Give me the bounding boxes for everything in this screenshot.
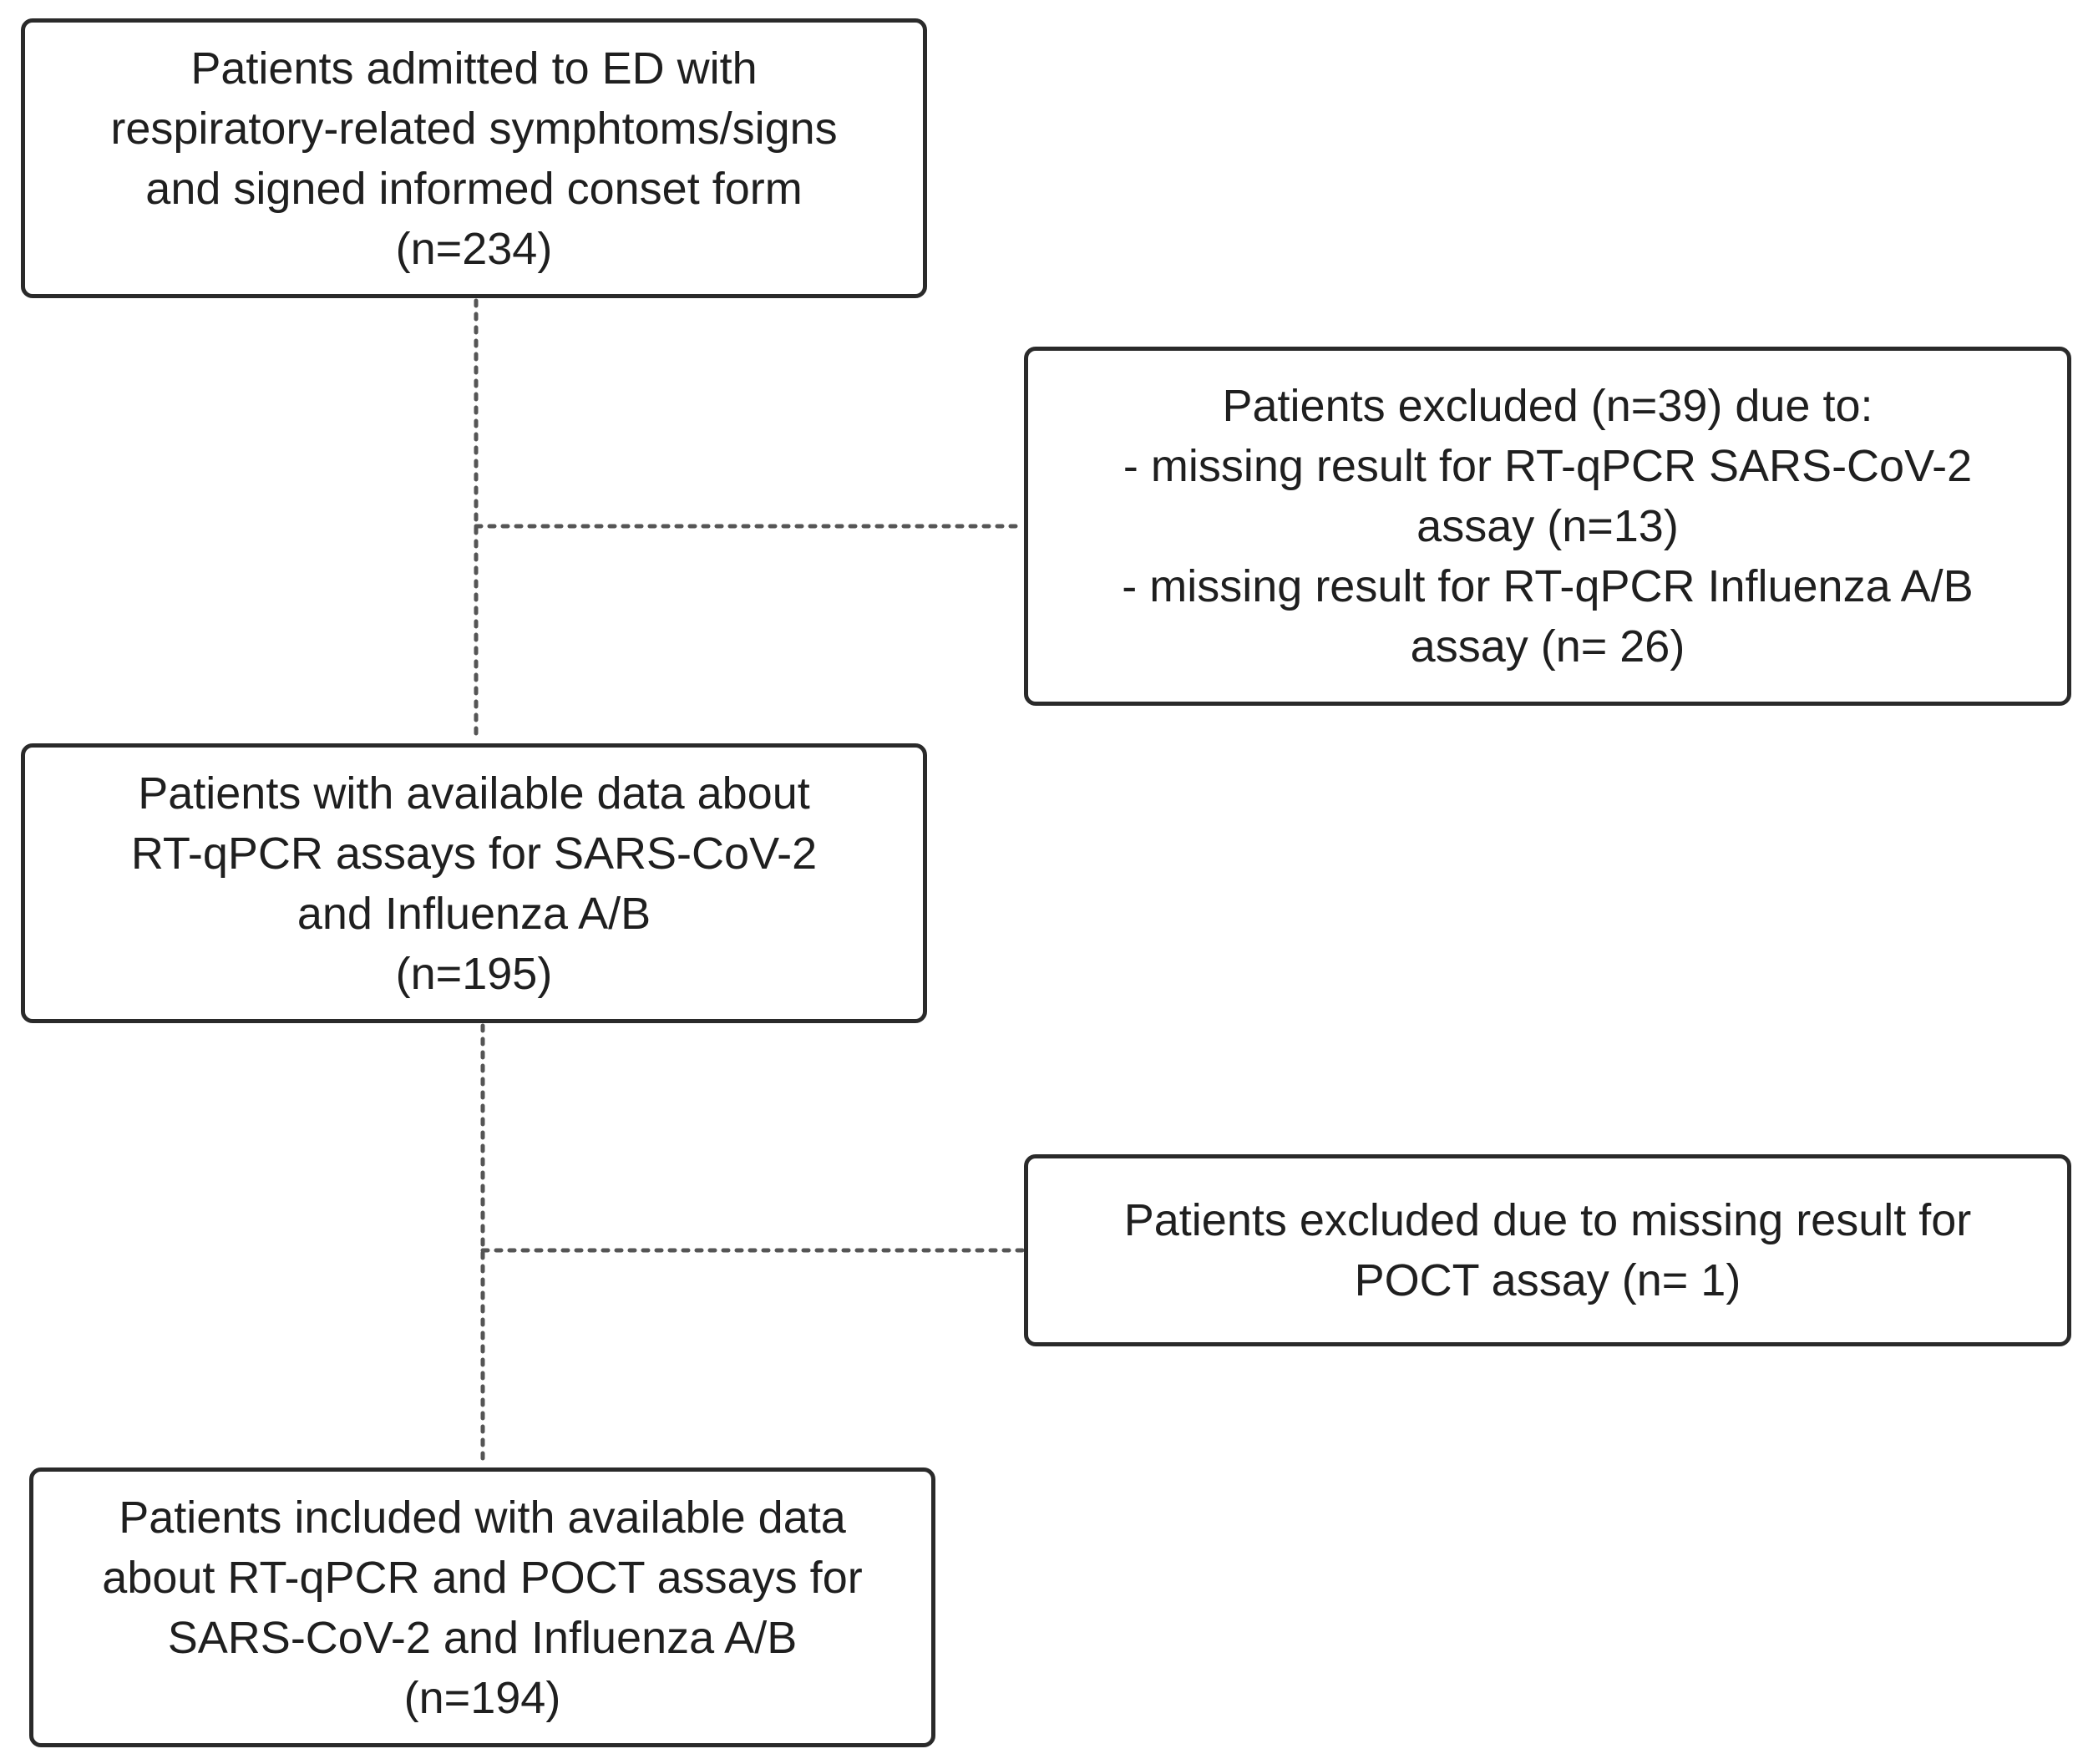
excluded-rtqpcr-line-5: assay (n= 26) (1410, 621, 1685, 672)
included-line-1: Patients included with available data (119, 1492, 846, 1543)
available-data-box: Patients with available data about RT-qP… (21, 743, 927, 1023)
excluded-rtqpcr-line-4: - missing result for RT-qPCR Influenza A… (1122, 561, 1974, 611)
included-patients-box: Patients included with available data ab… (29, 1467, 935, 1747)
admitted-line-1: Patients admitted to ED with (190, 43, 758, 94)
excluded-rtqpcr-line-3: assay (n=13) (1416, 501, 1679, 551)
included-count: (n=194) (403, 1672, 561, 1723)
admitted-line-2: respiratory-related symphtoms/signs (110, 103, 838, 154)
excluded-poct-box: Patients excluded due to missing result … (1024, 1154, 2071, 1346)
excluded-poct-line-2: POCT assay (n= 1) (1354, 1255, 1741, 1305)
included-line-2: about RT-qPCR and POCT assays for (102, 1552, 863, 1603)
available-line-2: RT-qPCR assays for SARS-CoV-2 (130, 828, 818, 879)
excluded-rtqpcr-box: Patients excluded (n=39) due to: - missi… (1024, 347, 2071, 706)
excluded-poct-line-1: Patients excluded due to missing result … (1123, 1195, 1972, 1245)
excluded-rtqpcr-line-2: - missing result for RT-qPCR SARS-CoV-2 (1123, 441, 1973, 491)
available-count: (n=195) (395, 948, 553, 999)
excluded-rtqpcr-line-1: Patients excluded (n=39) due to: (1222, 381, 1873, 431)
admitted-patients-box: Patients admitted to ED with respiratory… (21, 18, 927, 298)
available-line-1: Patients with available data about (138, 768, 810, 819)
available-line-3: and Influenza A/B (296, 888, 651, 939)
admitted-count: (n=234) (395, 223, 553, 274)
admitted-line-3: and signed informed conset form (145, 163, 803, 214)
included-line-3: SARS-CoV-2 and Influenza A/B (167, 1612, 798, 1663)
